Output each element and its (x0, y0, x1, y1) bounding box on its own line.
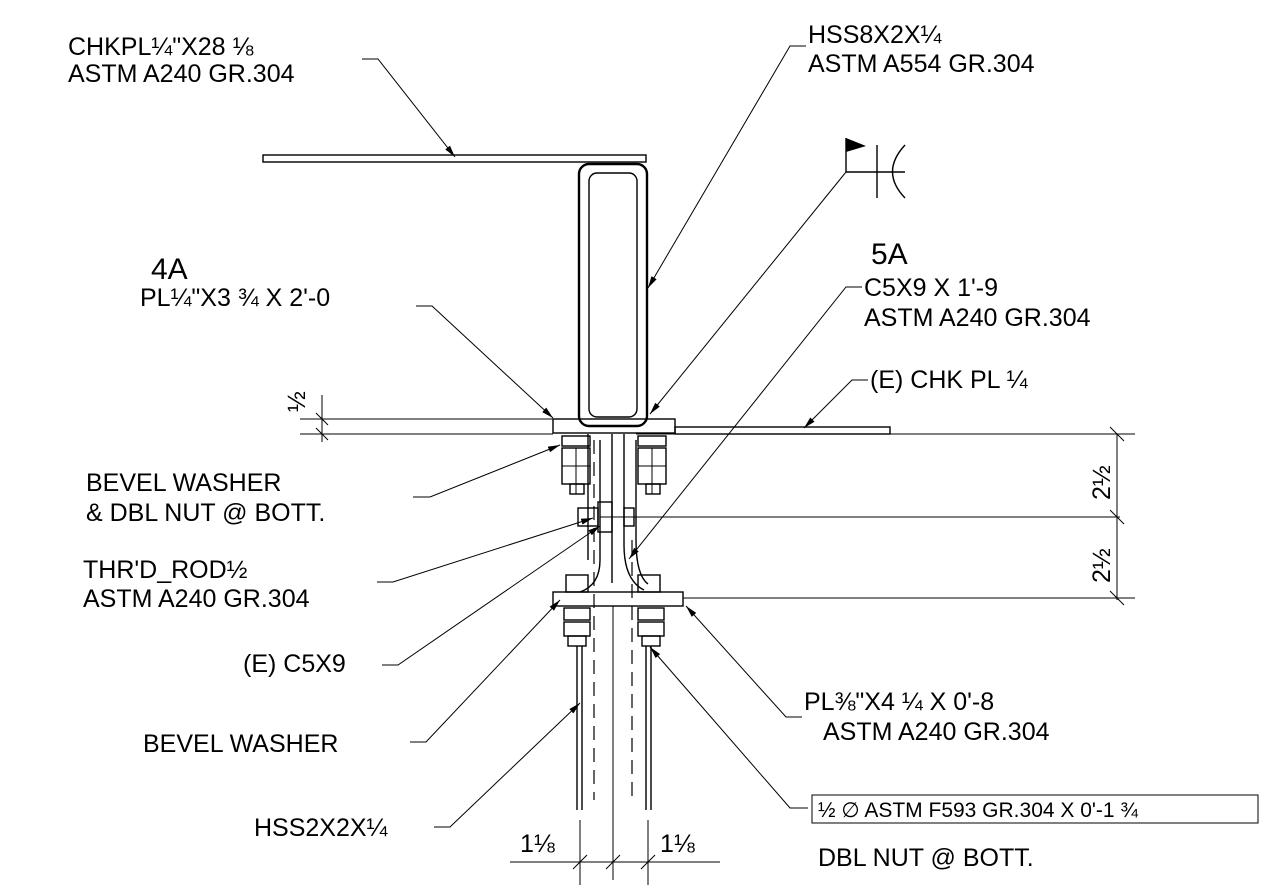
dim-lower: 2½ (1088, 548, 1116, 583)
bottom-plate-label-line1: PL⅜"X4 ¼ X 0'-8 (804, 688, 994, 716)
annotations: CHKPL¼"X28 ⅛ ASTM A240 GR.304 HSS8X2X¼ A… (68, 21, 1138, 872)
dim-plate-thickness: ½ (283, 391, 311, 412)
channel-5a (611, 434, 649, 591)
plate-4a-label: PL¼"X3 ¾ X 2'-0 (140, 284, 330, 312)
member-geometry (262, 138, 1120, 880)
hss-post-label: HSS2X2X¼ (254, 814, 389, 842)
dim-upper: 2½ (1088, 465, 1116, 500)
mark-5a: 5A (871, 238, 908, 271)
hss-main-label-line1: HSS8X2X¼ (808, 21, 943, 49)
top-nuts (561, 435, 667, 495)
mark-4a: 4A (151, 253, 188, 286)
leader-lines (362, 45, 868, 828)
channel-5a-label-line1: C5X9 X 1'-9 (864, 274, 998, 302)
dbl-nut-label: DBL NUT @ BOTT. (818, 844, 1034, 872)
chk-plate-label-line2: ASTM A240 GR.304 (68, 60, 295, 88)
bottom-nuts (563, 574, 665, 647)
existing-chk-label: (E) CHK PL ¼ (870, 366, 1029, 394)
bottom-plate (552, 591, 684, 607)
bevel-dbl-label-line1: BEVEL WASHER (86, 469, 281, 497)
existing-checker-plate (674, 426, 891, 435)
bevel-label: BEVEL WASHER (143, 730, 338, 758)
existing-channel-label: (E) C5X9 (243, 650, 346, 678)
bolt-label: ½ ∅ ASTM F593 GR.304 X 0'-1 ¾ (818, 799, 1138, 822)
dim-right-gap: 1⅛ (660, 830, 695, 858)
bolt-callout-box (811, 794, 1259, 824)
bottom-plate-label-line2: ASTM A240 GR.304 (823, 718, 1050, 746)
channel-5a-label-line2: ASTM A240 GR.304 (864, 304, 1091, 332)
plate-4a (552, 418, 676, 434)
hss-main-label-line2: ASTM A554 GR.304 (808, 50, 1035, 78)
dimension-lines (315, 395, 1259, 885)
hss-main-tube-inner (588, 172, 638, 418)
rod-label-line2: ASTM A240 GR.304 (83, 585, 310, 613)
existing-channel (579, 434, 601, 593)
hss-main-tube-outer (577, 162, 649, 428)
bevel-dbl-label-line2: & DBL NUT @ BOTT. (86, 499, 325, 527)
middle-bolt (577, 501, 1120, 533)
weld-symbol (845, 138, 906, 199)
rod-label-line1: THR'D_ROD½ (83, 556, 248, 584)
chk-plate-label-line1: CHKPL¼"X28 ⅛ (68, 33, 254, 61)
dim-left-gap: 1⅛ (520, 830, 555, 858)
hss-post (576, 606, 652, 880)
